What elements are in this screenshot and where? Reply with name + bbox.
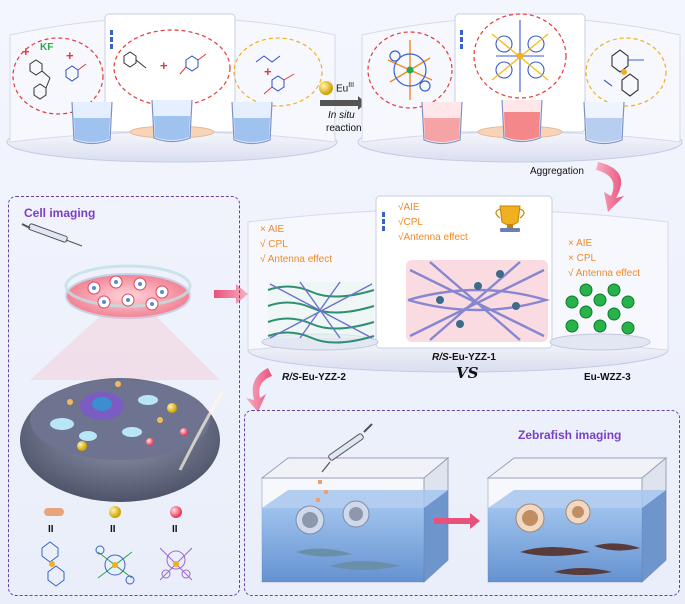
zebrafish-imaging-panel <box>244 410 680 596</box>
reactant-bubble-2 <box>113 29 231 107</box>
reactant-bubble-3 <box>233 37 323 107</box>
cell-imaging-panel <box>8 196 240 596</box>
syringe-icon <box>21 223 83 247</box>
cell-cross-section-icon <box>20 378 224 502</box>
capsule-icon <box>44 508 64 516</box>
equals-sign: II <box>110 524 116 535</box>
dialdehyde-molecule-icon <box>123 51 207 75</box>
plus-sign: + <box>66 48 74 63</box>
labeled-larva-icon <box>520 543 640 575</box>
time-arrow <box>434 513 480 529</box>
yzz2-properties: × AIE √ CPL √ Antenna effect <box>260 224 333 265</box>
cell-imaging-title: Cell imaging <box>24 206 96 220</box>
vs-label: VS <box>456 364 479 382</box>
to-zebrafish-arrow <box>246 368 272 412</box>
structure-icon <box>41 541 193 587</box>
crystal-packing-yzz1 <box>406 260 551 342</box>
zebrafish-larva-icon <box>296 548 400 570</box>
reaction-arrow <box>320 96 366 110</box>
zebrafish-imaging-title: Zebrafish imaging <box>518 428 622 442</box>
compound-name-wzz3: Eu-WZZ-3 <box>584 372 631 383</box>
syringe-icon <box>321 423 373 473</box>
crystal-packing-yzz2 <box>267 281 375 344</box>
complex-bubble-1 <box>367 31 453 109</box>
wzz3-properties: × AIE × CPL √ Antenna effect <box>568 238 641 279</box>
equals-sign: II <box>172 524 178 535</box>
zebrafish-embryo-icon <box>295 500 370 535</box>
eu-ball-icon <box>109 506 121 518</box>
equals-sign: II <box>48 524 54 535</box>
diamine-molecule-icon <box>255 55 295 95</box>
eu-label: EuIII <box>336 82 355 95</box>
compound-name-yzz1: R/S-Eu-YZZ-1 <box>432 352 496 363</box>
reaction-label-line1: In situ <box>328 110 355 121</box>
amine-molecule-icon <box>29 59 87 100</box>
complex-bubble-2 <box>473 13 567 99</box>
compound-name-yzz2: R/S-Eu-YZZ-2 <box>282 372 346 383</box>
plus-sign: + <box>160 58 168 73</box>
complex-bubble-3 <box>585 37 667 107</box>
pink-ball-icon <box>170 506 182 518</box>
helicate-complex-icon <box>491 20 549 92</box>
eu-complex-icon <box>387 40 433 100</box>
aggregation-label: Aggregation <box>530 166 584 177</box>
petri-dish-icon <box>64 264 192 319</box>
beaker-icon <box>71 99 273 145</box>
yzz1-properties: √AIE √CPL √Antenna effect <box>398 202 468 243</box>
trophy-icon <box>495 205 525 232</box>
mononuclear-complex-icon <box>603 49 644 97</box>
aggregation-arrow <box>596 162 624 212</box>
europium-ion-icon <box>319 81 333 95</box>
zoom-beam <box>30 316 220 380</box>
beaker-icon <box>421 99 625 145</box>
reaction-label-line2: reaction <box>326 123 362 134</box>
labeled-embryo-icon <box>515 499 591 533</box>
reactant-bubble-1 <box>12 37 104 115</box>
plus-sign: + <box>22 44 30 59</box>
kf-label: KF <box>40 42 54 53</box>
plus-sign: + <box>264 64 272 79</box>
falling-drops <box>316 480 328 502</box>
crystal-packing-wzz3 <box>565 283 635 335</box>
